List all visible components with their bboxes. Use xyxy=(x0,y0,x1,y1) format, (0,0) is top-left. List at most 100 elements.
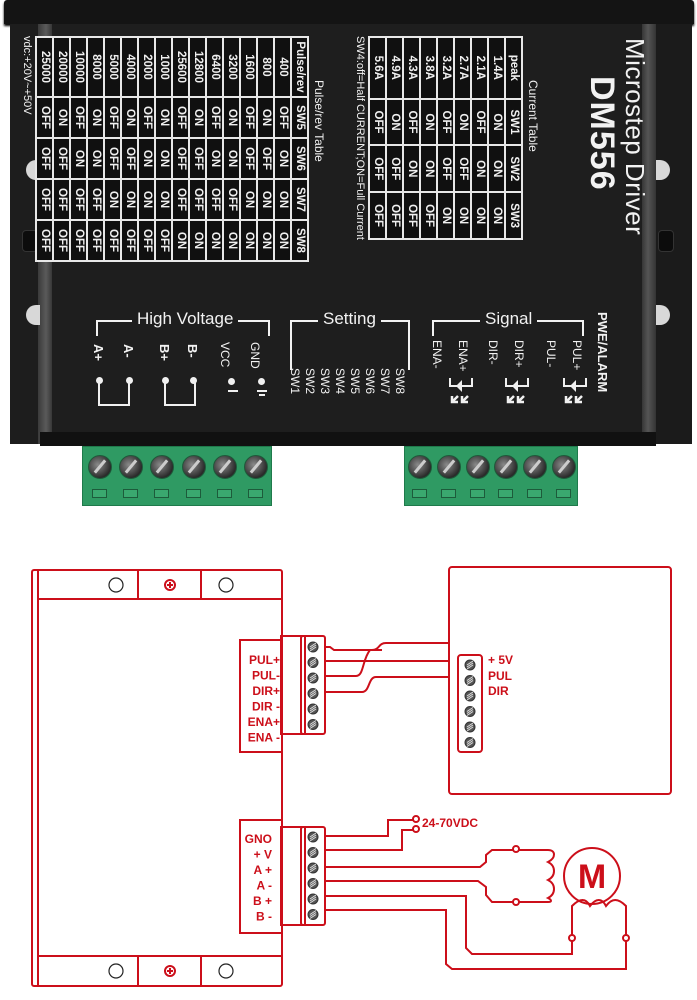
signal-label-ena-minus: ENA- xyxy=(430,340,444,369)
table-cell: 3200 xyxy=(223,37,240,97)
diagram-screw-icon xyxy=(307,641,319,653)
table-cell: OFF xyxy=(104,220,121,261)
terminal-screw[interactable] xyxy=(551,455,576,479)
wire-slot[interactable] xyxy=(123,489,138,498)
table-header-cell: SW1 xyxy=(505,98,522,146)
wire-slot[interactable] xyxy=(441,489,456,498)
controller-terminal xyxy=(457,654,483,753)
gnd-dot xyxy=(258,378,265,385)
table-cell: OFF xyxy=(471,98,488,146)
table-cell: 400 xyxy=(274,37,291,97)
terminal-dot xyxy=(190,377,197,384)
terminal-screw[interactable] xyxy=(213,455,237,479)
table-header-cell: SW7 xyxy=(291,179,308,220)
terminal-screw[interactable] xyxy=(150,455,175,479)
high-voltage-title: High Voltage xyxy=(132,309,239,329)
wire-gnd xyxy=(325,819,414,837)
table-cell: ON xyxy=(87,138,104,179)
motor-circle xyxy=(563,847,621,905)
bottom-lip xyxy=(40,432,656,446)
table-cell: 1000 xyxy=(155,37,172,97)
table-cell: 2.7A xyxy=(454,37,471,99)
table-cell: ON xyxy=(420,98,437,146)
table-cell: ON xyxy=(257,220,274,261)
terminal-screw[interactable] xyxy=(244,455,269,479)
optocoupler-led-icon xyxy=(448,376,473,404)
signal-label-pul-minus: PUL- xyxy=(544,340,558,368)
terminal-dot xyxy=(96,377,103,384)
coil-terminal-icon xyxy=(512,845,520,853)
mount-peg xyxy=(26,305,40,325)
table-cell: 8000 xyxy=(87,37,104,97)
supply-voltage-note: vdc:+20V~+50V xyxy=(21,36,33,115)
terminal-screw[interactable] xyxy=(523,455,547,479)
terminal-screw[interactable] xyxy=(465,455,490,479)
wire-slot[interactable] xyxy=(469,489,485,498)
terminal-screw[interactable] xyxy=(408,455,433,479)
table-header-cell: peak xyxy=(505,37,522,99)
optocoupler-led-icon xyxy=(504,376,529,404)
wire-b-plus xyxy=(325,895,573,955)
right-bevel xyxy=(640,24,656,444)
wire-slot[interactable] xyxy=(217,489,232,498)
table-cell: 4.9A xyxy=(386,37,403,99)
table-cell: 10000 xyxy=(70,37,87,97)
table-cell: 25600 xyxy=(172,37,189,97)
table-cell: OFF xyxy=(138,220,155,261)
terminal-screw[interactable] xyxy=(494,455,519,479)
coil-a-icon xyxy=(98,382,130,406)
table-cell: 1.4A xyxy=(488,37,505,99)
wire-slot[interactable] xyxy=(498,489,514,498)
wire-slot[interactable] xyxy=(91,489,107,498)
table-cell: OFF xyxy=(454,145,471,193)
table-cell: ON xyxy=(471,145,488,193)
pin-label-b-minus: B- xyxy=(185,344,200,358)
terminal-screw[interactable] xyxy=(181,455,206,479)
terminal-screw[interactable] xyxy=(119,455,143,479)
table-cell: ON xyxy=(155,179,172,220)
pin-label-a-plus: A+ xyxy=(91,344,106,361)
diagram-screw-icon xyxy=(307,893,319,905)
pwe-alarm-label: PWE/ALARM xyxy=(595,312,610,393)
wire-slot[interactable] xyxy=(185,489,201,498)
table-cell: OFF xyxy=(369,98,386,146)
diagram-screw-icon xyxy=(307,878,319,889)
wire-slot[interactable] xyxy=(248,489,264,498)
coil-terminal-icon xyxy=(568,934,576,942)
table-cell: ON xyxy=(104,179,121,220)
power-pin-label: GNO xyxy=(245,832,272,846)
signal-label-dir-minusplus: DIR+ xyxy=(512,340,526,368)
table-header-cell: SW5 xyxy=(291,97,308,138)
terminal-screw[interactable] xyxy=(87,455,112,479)
wire-dir-minus xyxy=(325,676,449,693)
wire-slot[interactable] xyxy=(555,489,571,498)
diagram-screw-icon xyxy=(464,706,476,717)
wire-slot[interactable] xyxy=(154,489,170,498)
table-cell: ON xyxy=(172,220,189,261)
power-connector-outline xyxy=(239,819,282,934)
title-block: Microstep Driver DM556 xyxy=(583,38,650,268)
diagram-screw-icon xyxy=(464,659,476,671)
wire-slot[interactable] xyxy=(527,489,542,498)
terminal-screw[interactable] xyxy=(437,455,461,479)
wire-slot[interactable] xyxy=(412,489,428,498)
table-cell: ON xyxy=(274,179,291,220)
sw4-note: SW4:off=Half CURRENT;ON=Full Current xyxy=(354,36,366,240)
signal-terminal-block xyxy=(404,446,578,506)
table-cell: ON xyxy=(223,138,240,179)
table-cell: ON xyxy=(386,98,403,146)
table-cell: 20000 xyxy=(53,37,70,97)
table-cell: OFF xyxy=(403,192,420,239)
vcc-dot xyxy=(228,378,235,385)
model-number: DM556 xyxy=(583,76,621,191)
table-cell: ON xyxy=(454,192,471,239)
diagram-screw-icon xyxy=(464,690,476,702)
signal-pin-label: DIR+ xyxy=(252,684,280,698)
table-cell: OFF xyxy=(53,179,70,220)
